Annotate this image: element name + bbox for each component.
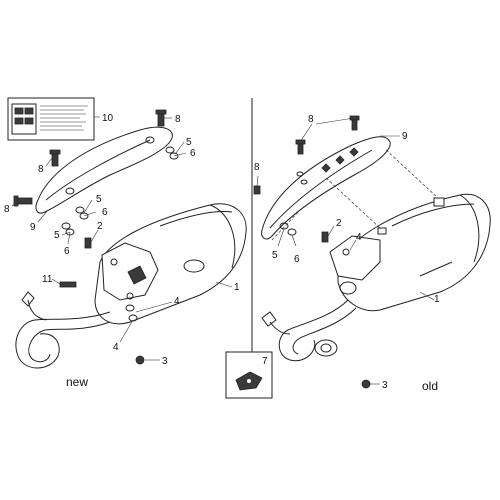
callout-1-new: 1 xyxy=(234,282,240,293)
muffler-new xyxy=(94,203,247,325)
callout-11-new: 11 xyxy=(42,274,53,285)
callout-9-old: 9 xyxy=(402,131,408,142)
exhaust-pipe-new xyxy=(15,291,111,369)
new-variant-group: 1 2 3 4 4 5 5 6 6 5 6 8 8 8 9 10 11 new xyxy=(4,97,247,389)
fasteners-new xyxy=(13,109,179,365)
variant-label-old: old xyxy=(422,379,438,393)
callout-5-new-upper: 5 xyxy=(186,137,192,148)
fasteners-old xyxy=(253,115,371,389)
callout-7: 7 xyxy=(262,356,268,367)
heat-shield-old xyxy=(261,136,391,240)
callout-5-new-side: 5 xyxy=(54,230,60,241)
callout-8-old-top: 8 xyxy=(308,114,314,125)
callout-4-new-lower: 4 xyxy=(113,342,119,353)
label-plate xyxy=(7,97,100,141)
callout-2-old: 2 xyxy=(336,218,342,229)
callout-10-new: 10 xyxy=(102,113,114,124)
variant-label-new: new xyxy=(66,375,88,389)
callout-4-old: 4 xyxy=(356,232,362,243)
leader-lines-new xyxy=(11,117,233,361)
heat-shield-new xyxy=(35,126,173,214)
assembly-lines-old xyxy=(271,149,439,241)
callout-8-old-left: 8 xyxy=(254,162,260,173)
callout-8-new-left: 8 xyxy=(4,204,10,215)
callout-6-new-lower: 6 xyxy=(102,207,108,218)
callout-3-old: 3 xyxy=(382,380,388,391)
callout-4-new-upper: 4 xyxy=(174,296,180,307)
exhaust-pipe-old xyxy=(261,299,357,362)
callout-5-new-lower: 5 xyxy=(96,194,102,205)
callout-9-new: 9 xyxy=(30,222,36,233)
muffler-old xyxy=(329,193,491,312)
callout-8-new-mid: 8 xyxy=(38,164,44,175)
callout-2-new: 2 xyxy=(97,221,103,232)
leader-lines-old xyxy=(256,117,435,385)
callout-8-new-top: 8 xyxy=(175,114,181,125)
callout-6-new-side: 6 xyxy=(64,246,70,257)
callout-5-old: 5 xyxy=(272,250,278,261)
callout-6-new-upper: 6 xyxy=(190,148,196,159)
callout-3-new: 3 xyxy=(162,356,168,367)
callout-1-old: 1 xyxy=(434,294,440,305)
callout-6-old: 6 xyxy=(294,254,300,265)
old-variant-group: 1 2 3 4 5 6 8 8 9 old xyxy=(253,114,491,393)
speed-nut-inset: 7 xyxy=(225,351,273,399)
